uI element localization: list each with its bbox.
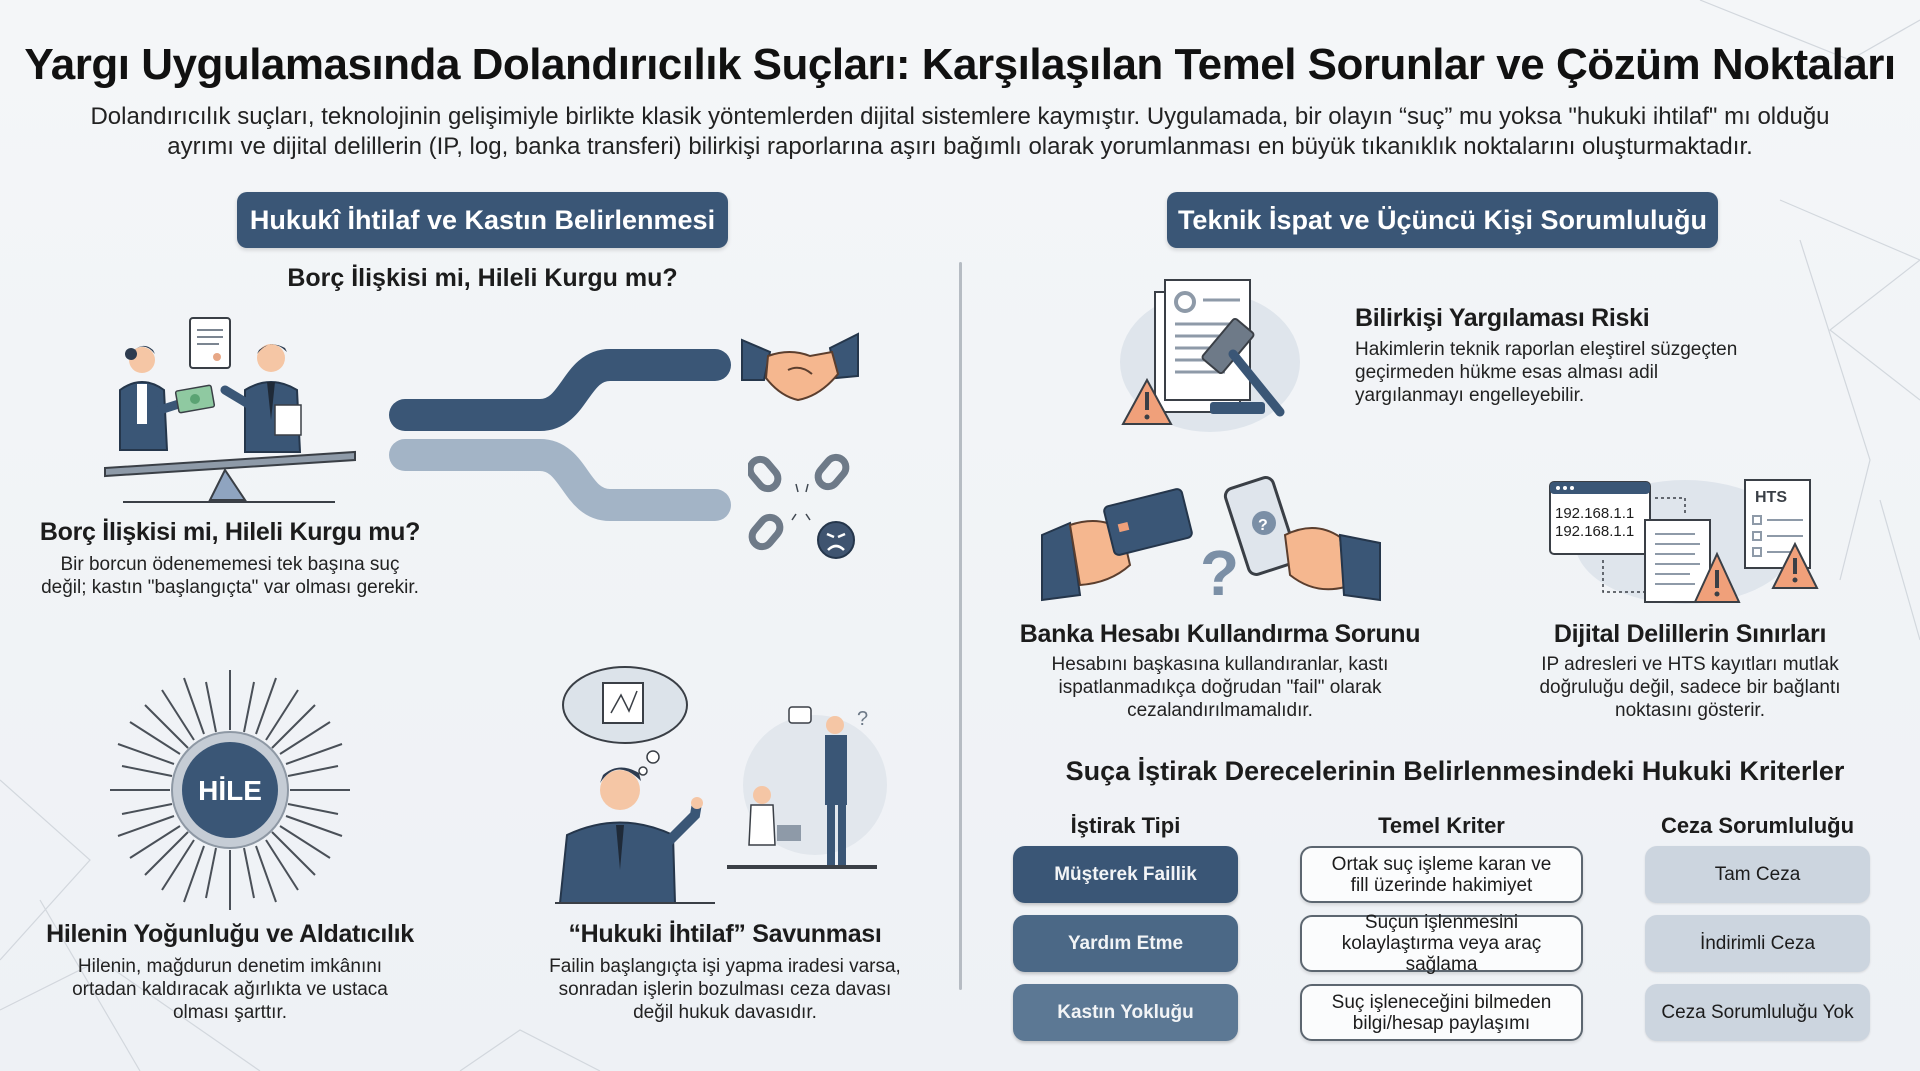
document-icon (189, 317, 231, 369)
fraud-badge-icon: HİLE (110, 670, 350, 910)
table-cell-liability: Tam Ceza (1645, 846, 1870, 903)
text-line: Hilenin, mağdurun denetim imkânını (77, 956, 383, 977)
table-cell-type: Müşterek Faillik (1013, 846, 1238, 903)
column-header-liability: Ceza Sorumluluğu (1660, 813, 1855, 838)
svg-text:192.168.1.1: 192.168.1.1 (1555, 505, 1634, 522)
thinking-man-figure (555, 767, 715, 904)
money-icon (174, 384, 216, 414)
text-line: kolaylaştırma veya araç sağlama (1341, 933, 1542, 975)
digital-evidence-text: IP adresleri ve HTS kayıtları mutlak doğ… (1480, 653, 1900, 722)
text-line: Ortak suç işleme karan ve (1331, 853, 1552, 875)
debt-relationship-text: Bir borcun ödenememesi tek başına suç de… (20, 553, 440, 599)
man-figure (220, 344, 302, 453)
warning-icon (1771, 541, 1819, 589)
woman-figure (119, 345, 190, 451)
text-line: Hakimlerin teknik raporlan eleştirel süz… (1355, 339, 1738, 360)
browser-window-icon: 192.168.1.1 192.168.1.1 (1549, 481, 1651, 555)
warning-icon (1693, 551, 1741, 603)
text-line: geçirmeden hükme esas alması adil (1355, 362, 1659, 383)
bank-account-sharing-icon: ? ? (1041, 476, 1381, 609)
text-line: noktasını gösterir. (1615, 700, 1765, 721)
column-header-participation-type: İştirak Tipi (1070, 813, 1181, 838)
hand-with-card (1041, 488, 1193, 602)
fraud-intensity-heading: Hilenin Yoğunluğu ve Aldatıcılık (46, 920, 414, 948)
path-branch-diagram (389, 349, 731, 521)
text-line: IP adresleri ve HTS kayıtları mutlak (1541, 654, 1839, 675)
text-line: ispatlanmadıkça doğrudan "fail" olarak (1058, 677, 1382, 698)
legal-dispute-defense-heading: “Hukuki İhtilaf” Savunması (568, 920, 882, 948)
text-line: cezalandırılmamalıdır. (1127, 700, 1313, 721)
text-line: Failin başlangıçta işi yapma iradesi var… (549, 956, 901, 977)
legal-dispute-defense-illustration: ? (555, 666, 887, 904)
credit-card-icon (1103, 488, 1193, 556)
svg-text:?: ? (1258, 517, 1268, 534)
text-line: fill üzerinde hakimiyet (1350, 874, 1533, 896)
seesaw-icon (104, 450, 356, 503)
table-cell-type: Yardım Etme (1013, 915, 1238, 972)
legal-path-line (389, 349, 731, 431)
text-line: Bir borcun ödenememesi tek başına suç (60, 554, 400, 575)
expert-risk-heading: Bilirkişi Yargılaması Riski (1355, 304, 1650, 332)
text-line: Hesabını başkasına kullandıranlar, kastı (1051, 654, 1389, 675)
column-header-criterion: Temel Kriter (1378, 813, 1505, 838)
text-line: değil hukuk davasıdır. (633, 1002, 817, 1023)
page-title: Yargı Uygulamasında Dolandırıcılık Suçla… (24, 40, 1896, 89)
bank-account-text: Hesabını başkasına kullandıranlar, kastı… (1005, 653, 1435, 722)
legal-dispute-defense-text: Failin başlangıçta işi yapma iradesi var… (500, 955, 950, 1024)
broken-chain-icon (748, 453, 855, 559)
text-line: sonradan işlerin bozulması ceza davası (558, 979, 892, 1000)
svg-text:HTS: HTS (1755, 489, 1787, 506)
warning-icon (1121, 377, 1173, 425)
digital-evidence-heading: Dijital Delillerin Sınırları (1553, 620, 1827, 648)
debt-relationship-heading: Borç İlişkisi mi, Hileli Kurgu mu? (39, 518, 421, 546)
text-line: Suç işleneceğini bilmeden (1331, 991, 1552, 1013)
svg-text:?: ? (857, 708, 868, 730)
text-line: Suçun işlenmesini (1364, 912, 1519, 933)
gavel-icon (1201, 317, 1285, 417)
section-label-legal-dispute: Hukukî İhtilaf ve Kastın Belirlenmesi (237, 192, 728, 248)
debt-negotiation-illustration (104, 317, 356, 503)
expert-report-gavel-icon (1120, 279, 1300, 432)
text-line: yargılanmayı engelleyebilir. (1355, 385, 1585, 406)
text-line: değil; kastın "başlangıçta" var olması g… (41, 577, 419, 598)
svg-text:192.168.1.1: 192.168.1.1 (1555, 523, 1634, 540)
thought-cloud-icon (562, 666, 688, 776)
table-cell-liability: İndirimli Ceza (1645, 915, 1870, 972)
angry-face-icon (817, 521, 855, 559)
office-scene-icon: ? (727, 706, 887, 869)
table-cell-liability: Ceza Sorumluluğu Yok (1645, 984, 1870, 1041)
text-line: bilgi/hesap paylaşımı (1352, 1012, 1531, 1034)
participation-table-title: Suça İştirak Derecelerinin Belirlenmesin… (1065, 756, 1845, 786)
bank-account-heading: Banka Hesabı Kullandırma Sorunu (1019, 620, 1421, 648)
handshake-icon (741, 332, 859, 402)
intro-paragraph: Dolandırıcılık suçları, teknolojinin gel… (60, 102, 1860, 162)
svg-text:HİLE: HİLE (198, 775, 262, 806)
text-line: ortadan kaldıracak ağırlıkta ve ustaca (72, 979, 388, 1000)
criminal-path-line (389, 439, 731, 521)
text-line: doğruluğu değil, sadece bir bağlantı (1539, 677, 1841, 698)
column-divider (959, 262, 962, 990)
left-subheading: Borç İlişkisi mi, Hileli Kurgu mu? (287, 264, 678, 292)
section-label-technical-proof: Teknik İspat ve Üçüncü Kişi Sorumluluğu (1167, 192, 1718, 248)
question-mark-icon: ? (1200, 537, 1239, 609)
intro-line-2: ayrımı ve dijital delillerin (IP, log, b… (167, 133, 1753, 160)
expert-risk-text: Hakimlerin teknik raporlan eleştirel süz… (1355, 338, 1855, 407)
log-document-icon (1644, 519, 1711, 603)
fraud-intensity-text: Hilenin, mağdurun denetim imkânını ortad… (20, 955, 440, 1024)
gear-icon (1174, 291, 1196, 313)
hand-with-phone: ? (1223, 476, 1381, 602)
text-line: olması şarttır. (172, 1002, 288, 1023)
digital-evidence-icon: 192.168.1.1 192.168.1.1 HTS (1549, 479, 1819, 604)
intro-line-1: Dolandırıcılık suçları, teknolojinin gel… (90, 103, 1830, 130)
table-cell-type: Kastın Yokluğu (1013, 984, 1238, 1041)
